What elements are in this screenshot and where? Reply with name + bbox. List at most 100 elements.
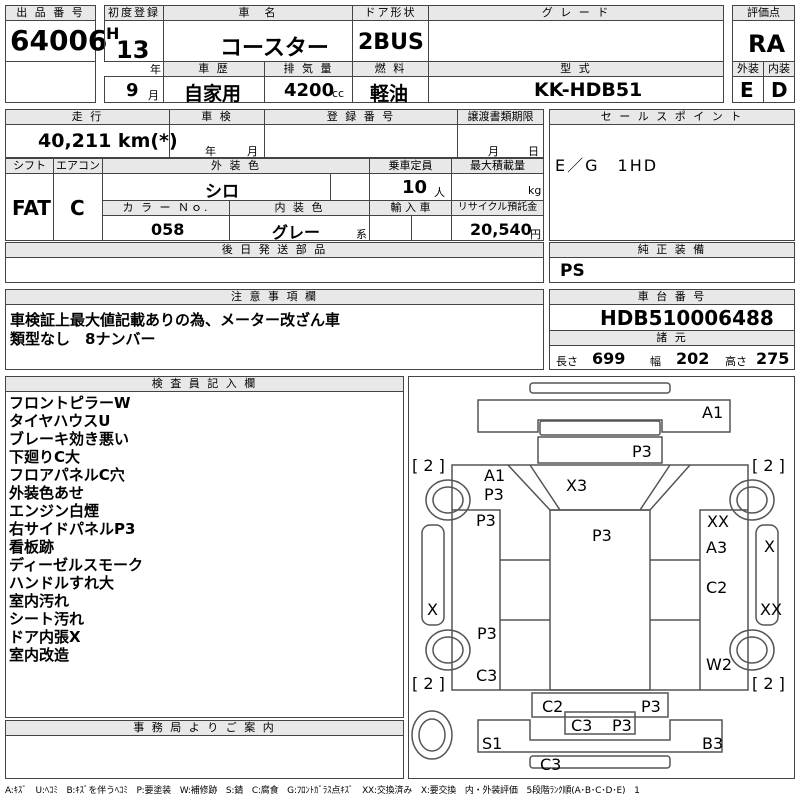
capacity: 10 [402,177,428,198]
note-item: ディーゼルスモーク [9,556,143,574]
year-unit: 年 [150,63,161,76]
note-item: シート汚れ [9,610,85,628]
note-item: フロアパネルC穴 [9,466,125,484]
aircon-header: エアコン [53,158,103,174]
transfer-header: 譲渡書類期限 [457,109,544,125]
lot-no-blank [5,61,96,103]
height-label: 高さ [725,355,747,368]
color-no: 058 [151,220,185,239]
ext-color: シロ [205,182,239,202]
insp-year-unit: 年 [205,145,216,158]
recycle: 20,540 [470,220,532,239]
rating-header: 評価点 [732,5,795,21]
exterior-grade: E [740,78,754,102]
model: KK-HDB51 [534,79,643,101]
length: 699 [592,349,626,368]
later-parts-cell [5,257,544,283]
caution-header: 注 意 事 項 欄 [5,289,544,305]
chassis-header: 車 台 番 号 [549,289,795,305]
ext-color-cell-end [330,173,370,201]
office-cell [5,735,404,779]
recycle-unit: 円 [530,228,541,241]
caution-cell [5,304,544,370]
month: 9 [126,80,139,101]
specs-header: 諸 元 [549,330,795,346]
int-color: グレー [272,223,321,242]
aircon: C [70,196,85,220]
fuel-header: 燃 料 [352,61,429,77]
note-item: ドア内張X [9,628,81,646]
mileage: 40,211 km(*) [38,130,178,152]
transfer-month-unit: 月 [488,145,499,158]
int-color-header: 内 装 色 [229,200,370,216]
capacity-header: 乗車定員 [369,158,452,174]
import-cell-a [369,215,412,241]
reg-no-header: 登 録 番 号 [264,109,458,125]
import-header: 輸 入 車 [369,200,452,216]
inspection-header: 車 検 [169,109,265,125]
max-load-header: 最大積載量 [451,158,544,174]
transfer-cell [457,124,544,158]
year: 13 [116,36,150,64]
height: 275 [756,349,790,368]
ext-color-header: 外 装 色 [102,158,370,174]
genuine-header: 純 正 装 備 [549,242,795,258]
legend: A:ｷｽﾞ U:ﾍｺﾐ B:ｷｽﾞを伴うﾍｺﾐ P:要塗装 W:補修跡 S:錆 … [5,786,640,796]
reg-no-cell [264,124,458,158]
max-load-unit: kg [528,184,542,197]
history: 自家用 [184,83,242,105]
note-item: 下廻りC大 [9,448,81,466]
note-item: 室内汚れ [9,592,70,610]
car-name: コースター [220,36,329,61]
capacity-unit: 人 [434,186,445,199]
diagram-frame [408,376,795,779]
model-cell [428,76,724,103]
length-label: 長さ [556,355,578,368]
sales-point: E／G 1HD [555,156,659,175]
transfer-day-unit: 日 [528,145,539,158]
sales-point-header: セ ー ル ス ポ イ ン ト [549,109,795,125]
sales-point-cell [549,124,795,241]
grade-cell [428,20,724,62]
rating: RA [748,30,786,58]
note-item: タイヤハウスU [9,412,111,430]
note-item: 外装色あせ [9,484,85,502]
note-item: ハンドルすれ大 [9,574,115,592]
specs-cell [549,345,795,370]
genuine-cell [549,257,795,283]
interior-header: 内装 [763,61,795,77]
office-header: 事 務 局 よ り ご 案 内 [5,720,404,736]
month-unit: 月 [148,89,159,102]
caution-line-1: 車検証上最大値記載ありの為、メーター改ざん車 [10,311,341,329]
note-item: フロントピラーW [9,394,131,412]
fuel: 軽油 [370,83,409,105]
era: H [106,24,120,43]
displacement: 4200 [284,80,335,101]
note-item: 看板跡 [9,538,55,556]
note-item: ブレーキ効き悪い [9,430,130,448]
width-label: 幅 [650,355,661,368]
int-color-suffix: 系 [356,228,367,241]
note-item: エンジン白煙 [9,502,100,520]
lot-no-header: 出 品 番 号 [5,5,96,21]
color-no-header: カ ラ ー Ｎｏ. [102,200,230,216]
recycle-header: リサイクル預託金 [451,200,544,216]
note-item: 室内改造 [9,646,70,664]
shift-header: シフト [5,158,54,174]
inspector-header: 検 査 員 記 入 欄 [5,376,404,392]
mileage-header: 走 行 [5,109,170,125]
shift: FAT [12,196,51,220]
inspector-notes: フロントピラーW タイヤハウスU ブレーキ効き悪い 下廻りC大 フロアパネルC穴… [9,394,143,664]
history-header: 車 歴 [163,61,265,77]
note-item: 右サイドパネルP3 [9,520,136,538]
genuine: PS [560,261,585,281]
first-reg-header: 初度登録 [104,5,164,21]
lot-no: 64006 [10,24,108,57]
doors: 2BUS [358,30,424,55]
doors-header: ドア形状 [352,5,429,21]
later-parts-header: 後 日 発 送 部 品 [5,242,544,258]
interior-grade: D [771,78,788,102]
grade-header: グ レ ー ド [428,5,724,21]
recycle-cell [451,215,544,241]
inspector-cell [5,391,404,718]
